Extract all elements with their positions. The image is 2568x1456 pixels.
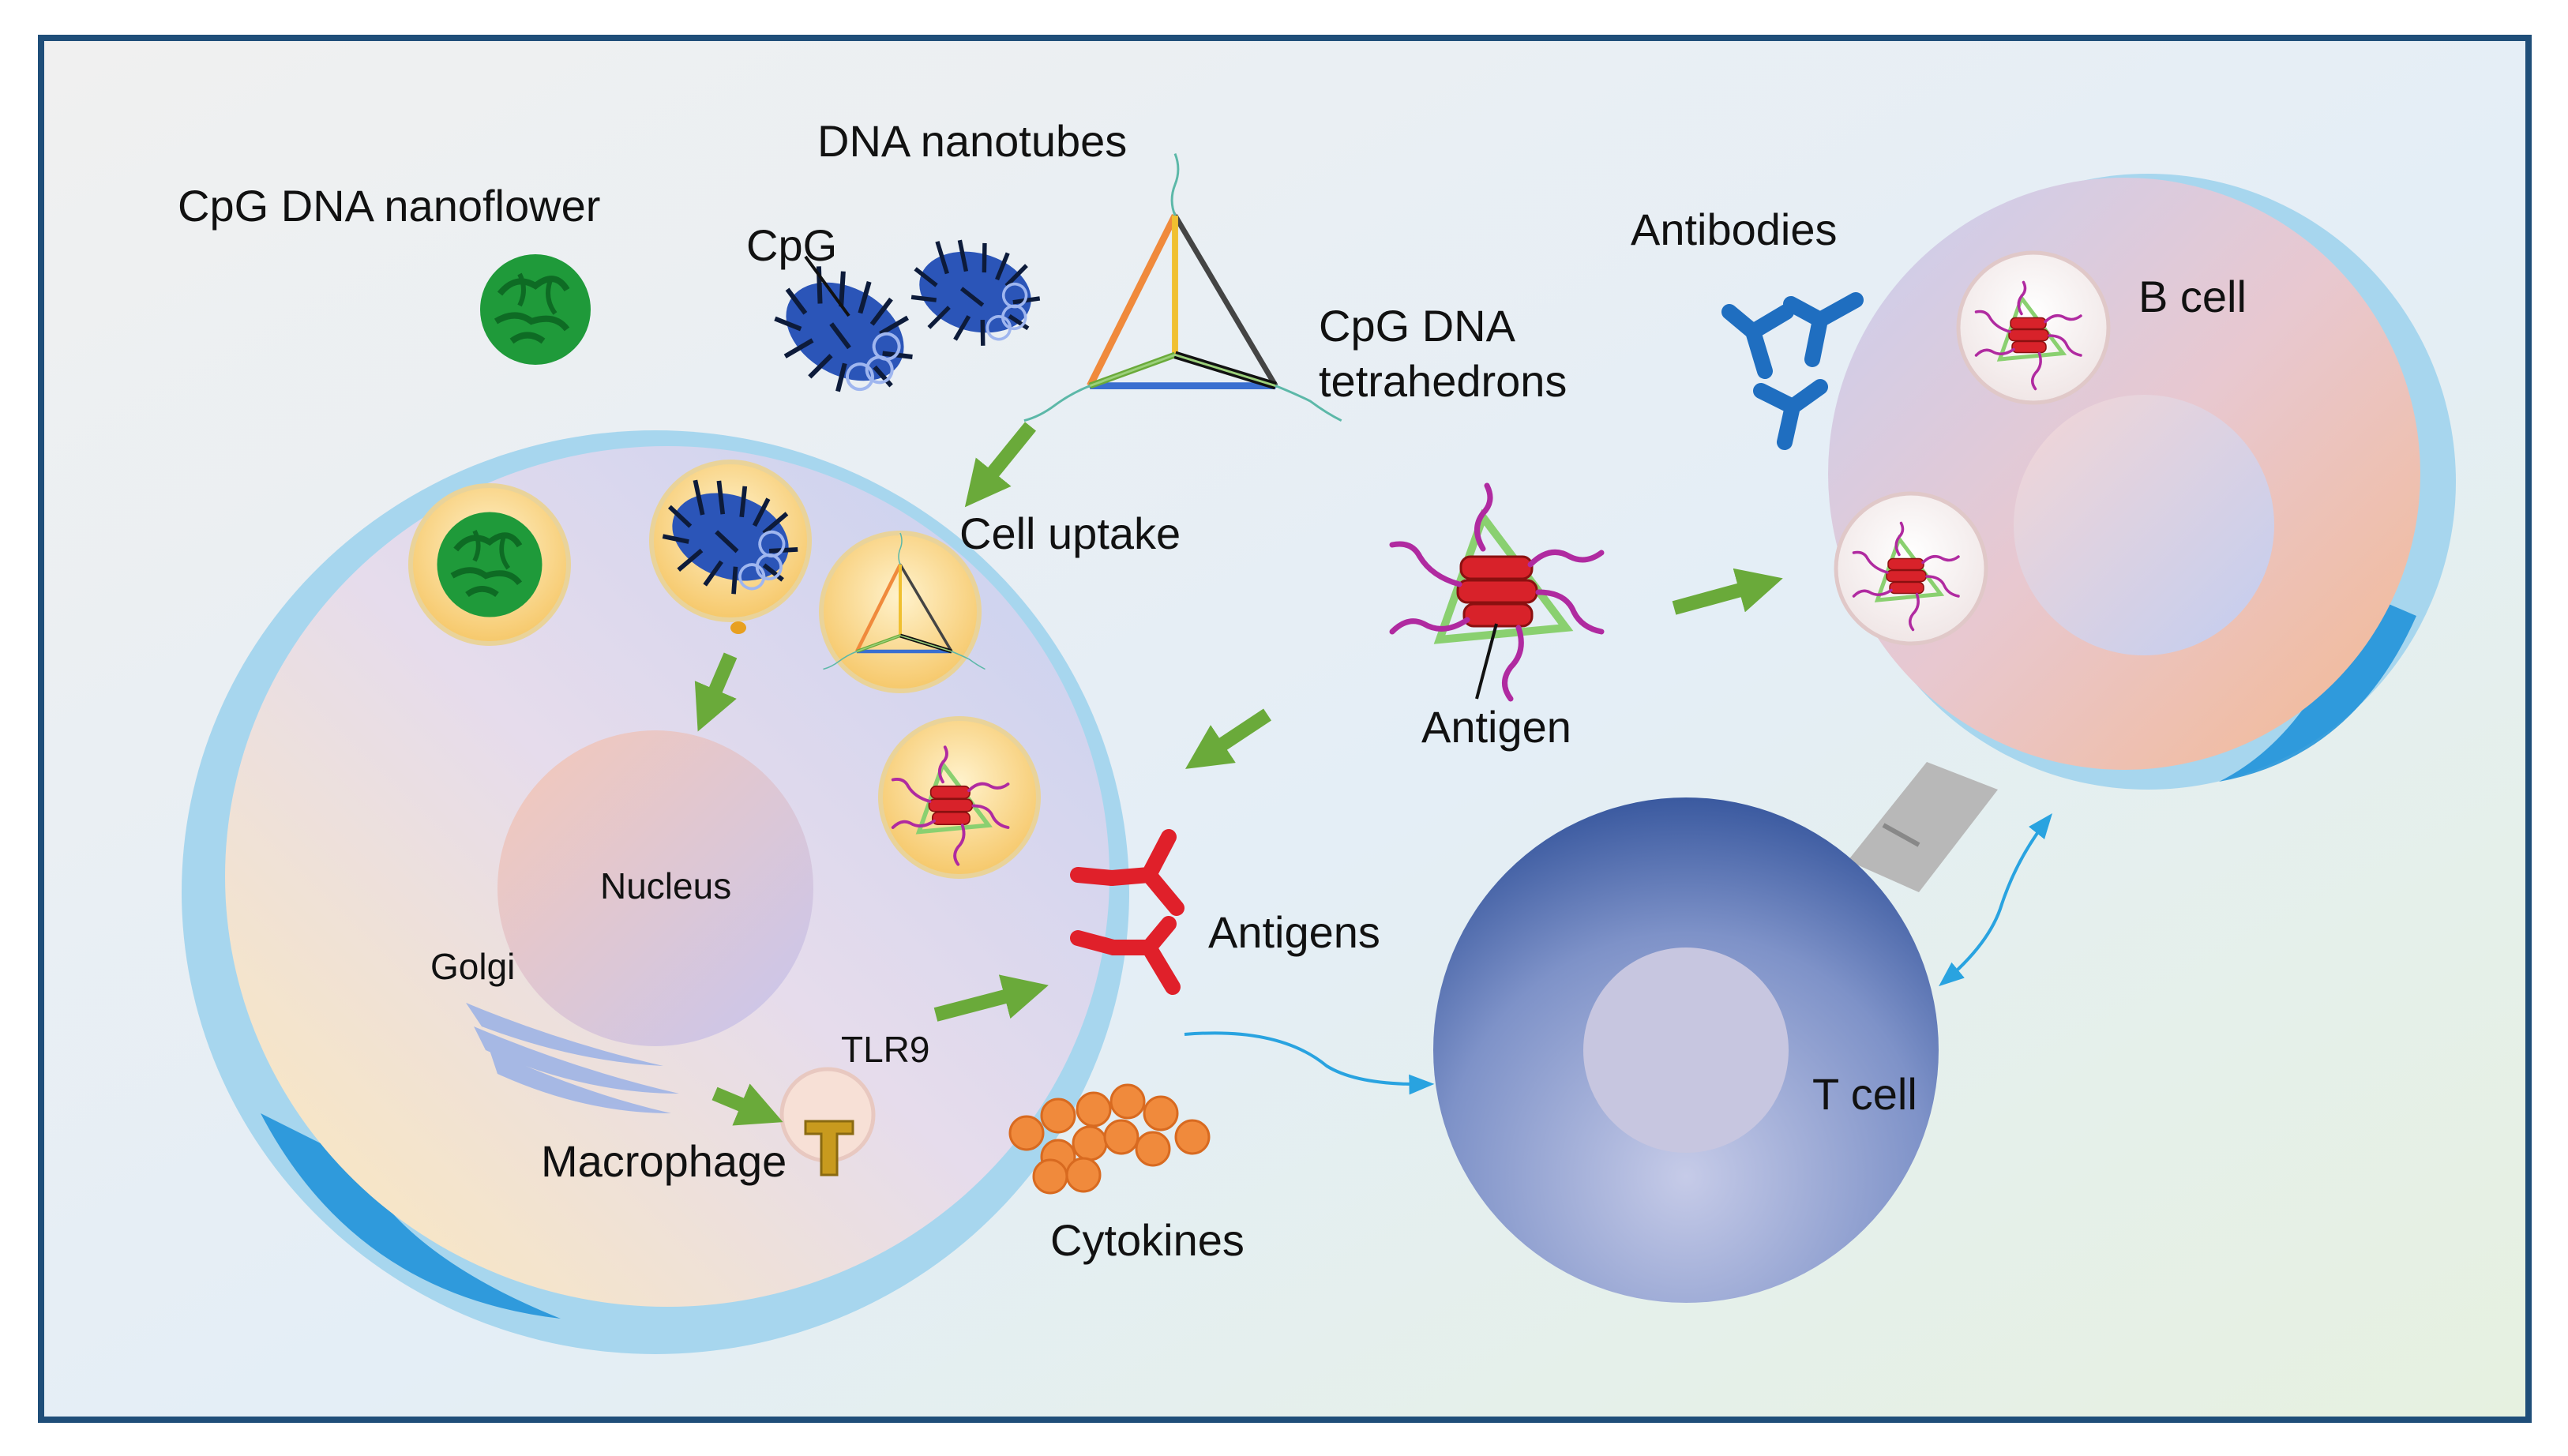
label-t-cell: T cell — [1812, 1069, 1917, 1119]
arrow-uptake — [964, 422, 1036, 508]
vesicle-nanotube — [648, 460, 812, 634]
b-cell-nucleus — [2014, 395, 2274, 655]
arrow-to-nucleus — [694, 652, 738, 732]
antibodies — [1721, 292, 1864, 450]
label-tetra-line1: CpG DNA — [1319, 301, 1516, 351]
label-nanotubes: DNA nanotubes — [817, 116, 1127, 166]
label-tetra-line2: tetrahedrons — [1319, 356, 1567, 406]
t-cell — [1433, 797, 1939, 1303]
b-cell-vesicle-2 — [1834, 491, 1988, 646]
arrow-tlr9-antigens — [933, 974, 1049, 1022]
cell-synapse-link — [1848, 762, 1998, 892]
arrow-macrophage-tcell — [1184, 1031, 1435, 1095]
vesicle-nanoflower — [408, 483, 571, 646]
label-nanoflower: CpG DNA nanoflower — [178, 181, 600, 231]
nucleus — [497, 730, 813, 1046]
cpg-dna-nanoflower — [480, 254, 591, 365]
vesicle-antigen — [878, 716, 1041, 879]
arrow-tcell-bcell — [1939, 813, 2052, 987]
antigen-complex — [1392, 486, 1601, 699]
label-cytokines: Cytokines — [1050, 1215, 1245, 1265]
b-cell-vesicle-1 — [1956, 250, 2111, 405]
process-arrows — [694, 422, 1783, 1126]
cytokines — [1008, 1083, 1211, 1195]
golgi-apparatus — [466, 1003, 679, 1113]
label-nucleus: Nucleus — [600, 865, 731, 906]
arrow-to-bcell — [1672, 568, 1783, 615]
label-antigen: Antigen — [1421, 702, 1571, 752]
label-cell-uptake: Cell uptake — [959, 508, 1181, 558]
label-antibodies: Antibodies — [1631, 205, 1838, 254]
label-macrophage: Macrophage — [541, 1136, 787, 1186]
arrow-antigen-in — [1185, 708, 1271, 769]
label-tlr9: TLR9 — [841, 1029, 929, 1070]
label-antigens: Antigens — [1208, 907, 1380, 957]
label-b-cell: B cell — [2138, 272, 2247, 321]
label-golgi: Golgi — [430, 946, 515, 987]
label-cpg: CpG — [746, 220, 837, 270]
dna-nanotubes — [755, 227, 1049, 416]
antigens-presented — [1070, 829, 1185, 995]
b-cell — [1828, 174, 2456, 790]
labels: CpG DNA nanoflower DNA nanotubes CpG CpG… — [178, 116, 2247, 1265]
interaction-arrows — [1184, 813, 2052, 1095]
vesicle-tetrahedron — [819, 531, 986, 693]
arrow-golgi-tlr9 — [711, 1083, 783, 1126]
